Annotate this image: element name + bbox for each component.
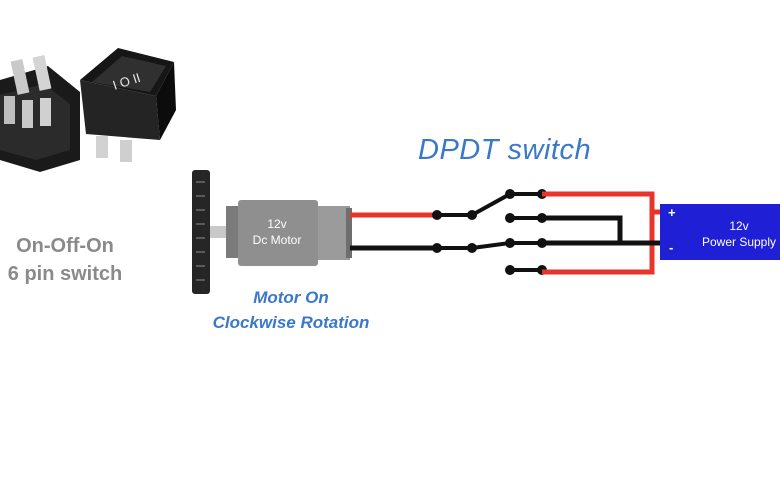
motor-status-line2: Clockwise Rotation	[212, 313, 370, 332]
motor-shaft	[210, 226, 230, 238]
switch-photo-label-line1: On-Off-On	[16, 235, 114, 257]
motor-status-line1: Motor On	[253, 288, 329, 307]
power-supply	[660, 204, 780, 260]
power-supply-label: 12v Power Supply	[690, 218, 780, 250]
wire-supply-positive	[542, 191, 655, 275]
motor-label-line1: 12v	[267, 217, 287, 231]
gear-icon	[192, 170, 210, 294]
power-supply-minus-terminal: -	[669, 240, 674, 255]
power-supply-label-line2: Power Supply	[701, 235, 777, 249]
motor-status-label: Motor On Clockwise Rotation	[196, 285, 386, 335]
rocker-switch-front-icon: I O II	[80, 48, 176, 162]
switch-photo-label: On-Off-On 6 pin switch	[0, 232, 130, 288]
dpdt-title: DPDT switch	[418, 134, 592, 166]
power-supply-plus-terminal: +	[668, 205, 676, 220]
rocker-switch-back-icon	[0, 55, 80, 172]
dpdt-switch	[432, 189, 547, 275]
wire-supply-negative	[542, 215, 623, 246]
motor-label-line2: Dc Motor	[252, 233, 302, 247]
motor-label: 12v Dc Motor	[238, 216, 316, 248]
dc-motor	[226, 200, 352, 266]
switch-photo-label-line2: 6 pin switch	[7, 263, 123, 285]
power-supply-label-line1: 12v	[729, 219, 749, 233]
